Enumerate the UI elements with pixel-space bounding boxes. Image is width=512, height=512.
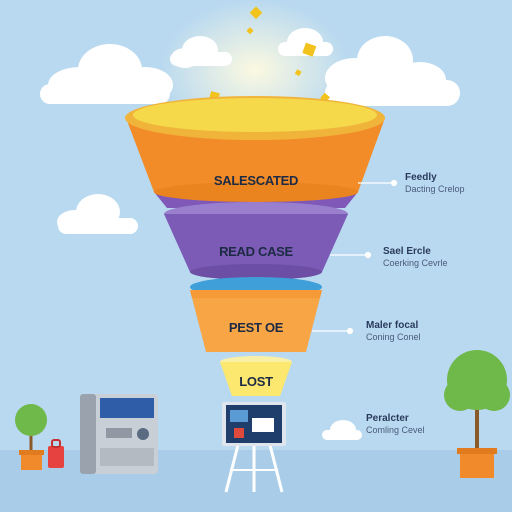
sparkle-icon bbox=[208, 6, 330, 103]
funnel-stage-1: SALESCATED bbox=[154, 173, 358, 208]
callout-subtitle: Comling Cevel bbox=[366, 425, 425, 435]
funnel-stage-2: READ CASE bbox=[164, 202, 348, 280]
suitcase-icon bbox=[48, 439, 64, 468]
callout-1: Feedly Dacting Crelop bbox=[405, 172, 465, 194]
server-icon bbox=[80, 394, 158, 474]
callout-title: Feedly bbox=[405, 172, 437, 183]
cloud-icon bbox=[325, 36, 460, 106]
callout-3: Maler focal Coning Conel bbox=[366, 320, 421, 342]
callout-subtitle: Coning Conel bbox=[366, 332, 421, 342]
cloud-icon bbox=[170, 36, 232, 68]
callout-title: Peralcter bbox=[366, 413, 409, 424]
tree-icon bbox=[15, 404, 47, 470]
callout-title: Sael Ercle bbox=[383, 246, 431, 257]
cloud-icon bbox=[40, 44, 173, 104]
stage-label: LOST bbox=[239, 374, 273, 389]
funnel-stage-3: PEST OE bbox=[190, 277, 322, 352]
callout-subtitle: Dacting Crelop bbox=[405, 184, 465, 194]
funnel-top bbox=[125, 96, 385, 192]
callout-title: Maler focal bbox=[366, 320, 418, 331]
callout-2: Sael Ercle Coerking Cevrle bbox=[383, 246, 448, 268]
ground bbox=[0, 450, 512, 512]
easel-icon bbox=[222, 402, 286, 493]
cloud-icon bbox=[322, 420, 362, 440]
tree-icon bbox=[444, 350, 510, 478]
stage-label: SALESCATED bbox=[214, 173, 298, 188]
stage-label: READ CASE bbox=[219, 244, 293, 259]
connector-lines bbox=[312, 179, 398, 335]
callout-4: Peralcter Comling Cevel bbox=[366, 413, 425, 435]
callout-subtitle: Coerking Cevrle bbox=[383, 258, 448, 268]
stage-label: PEST OE bbox=[229, 320, 284, 335]
funnel-stage-4: LOST bbox=[220, 356, 292, 396]
cloud-icon bbox=[57, 194, 138, 234]
